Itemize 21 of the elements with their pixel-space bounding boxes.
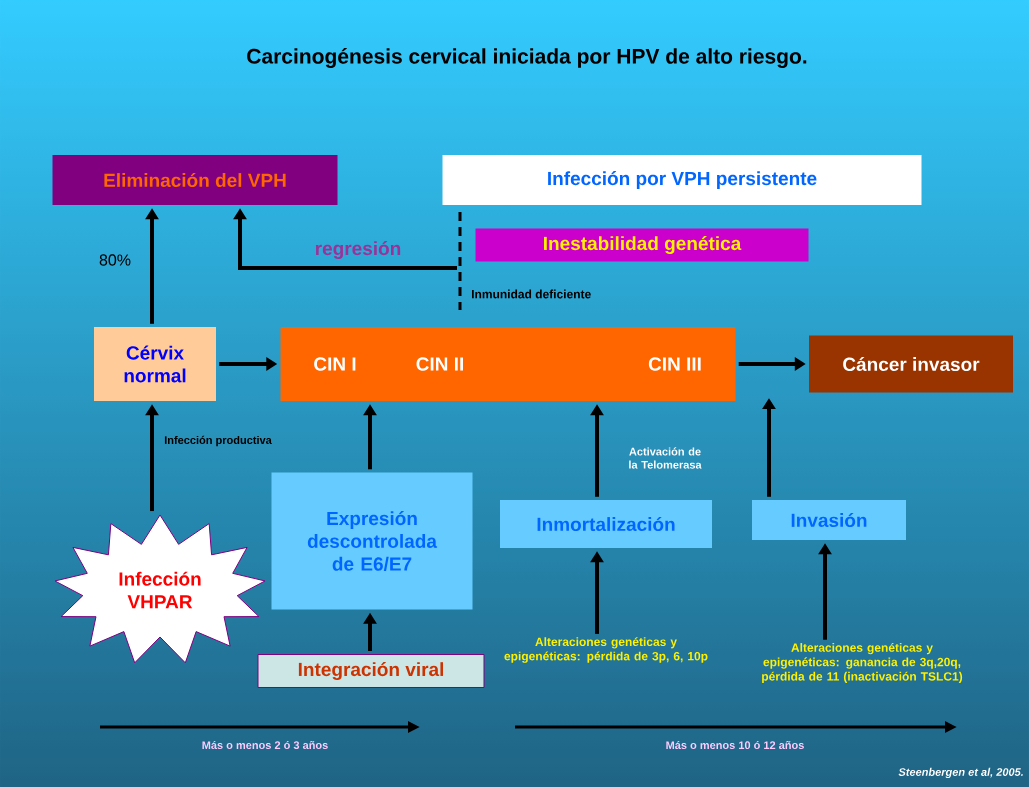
process-box: Cérvix normal: [94, 327, 216, 401]
process-box: Cáncer invasor: [809, 335, 1013, 393]
edge-label: Infección productiva: [164, 435, 272, 447]
process-box: Inmortalización: [500, 500, 712, 548]
timeline-label: Más o menos 10 ó 12 años: [666, 740, 804, 750]
process-box: Invasión: [752, 500, 906, 540]
stage-box: CIN I CIN II CIN III: [280, 327, 736, 401]
title: Carcinogénesis cervical iniciada por HPV de alto riesgo.: [247, 48, 807, 68]
process-box: Infección por VPH persistente: [442, 155, 922, 205]
process-box: Integración viral: [257, 654, 485, 688]
edge-label: Activación de la Telomerasa: [629, 447, 702, 469]
plain-text: Inmunidad deficiente: [472, 289, 591, 299]
process-box: Inestabilidad genética: [475, 228, 809, 262]
note-text: Alteraciones genéticas y epigenéticas: ganancia de 3q,20q, pérdida de 11 (inactivación TSLC1): [762, 642, 963, 684]
process-box: Expresión descontrolada de E6/E7: [271, 472, 473, 610]
timeline-label: Más o menos 2 ó 3 años: [202, 740, 328, 750]
note-text: Alteraciones genéticas y epigenéticas: pérdida de 3p, 6, 10p: [504, 637, 708, 663]
process-box: Eliminación del VPH: [52, 155, 338, 205]
citation-text: Steenbergen et al, 2005.: [898, 767, 1023, 779]
edge-label: regresión: [315, 241, 401, 259]
edge-label: 80%: [99, 254, 131, 266]
